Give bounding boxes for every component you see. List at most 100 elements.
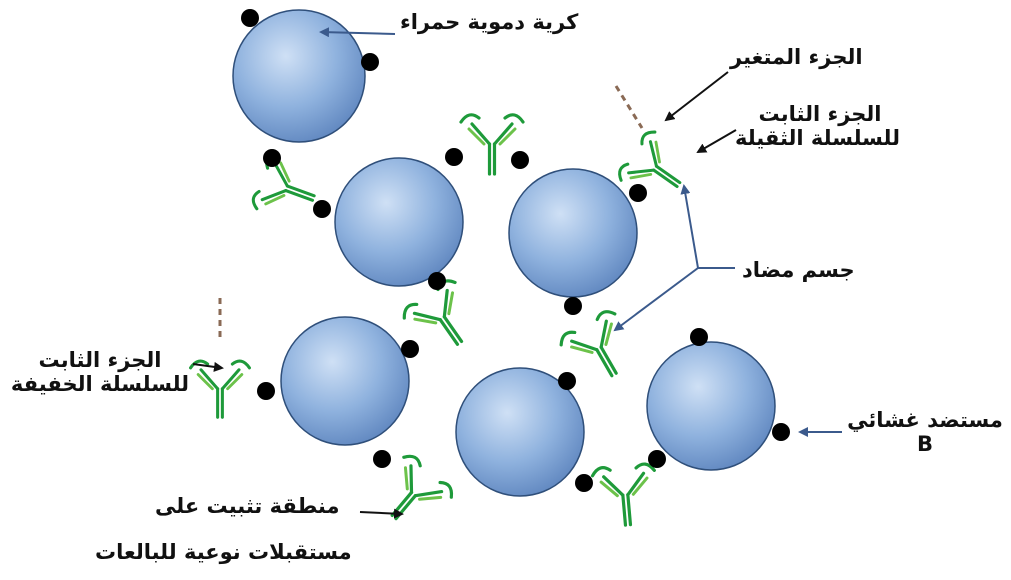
light-chain [654,140,661,164]
label-membrane-antigen: مستضد غشائي B [845,408,1005,456]
heavy-chain-arm [492,122,514,146]
label-red-blood-cell: كرية دموية حمراء [400,10,579,34]
antibody [251,151,316,211]
heavy-chain-arm [442,288,449,319]
antibodies [189,85,682,527]
red-blood-cell [280,316,410,446]
heavy-chain-arm [260,189,288,202]
heavy-chain-arm [413,489,444,498]
heavy-chain-stem [652,168,679,188]
antigen-dot [401,340,419,358]
antibody [559,310,618,378]
light-chain [447,291,455,316]
antigen-dot [361,53,379,71]
membrane-antigens [241,9,790,492]
red-blood-cell [455,367,585,497]
heavy-chain-arm [409,464,414,495]
variable-tip [230,359,251,370]
red-blood-cells [232,9,776,497]
heavy-chain-stem [595,348,614,378]
label-heavy-constant-line1: الجزء الثابت [758,102,882,126]
light-chain [403,466,409,491]
heavy-chain-arm [199,368,220,391]
arrow [664,71,729,122]
label-light-constant-line1: الجزء الثابت [38,348,162,372]
heavy-chain-stem [442,315,464,344]
variable-tip [618,162,630,182]
variable-tip [634,462,656,472]
arrow [192,361,224,372]
heavy-chain-arm [648,140,658,168]
heavy-chain-arm [570,339,599,352]
variable-tip [590,466,612,478]
light-chain [467,127,486,146]
antibody [590,462,656,527]
light-chain [498,127,517,146]
arrow [680,184,735,269]
heavy-chain-arm [470,122,492,146]
antibody [189,359,251,419]
antigen-dot [313,200,331,218]
label-heavy-constant: الجزء الثابت للسلسلة الثقيلة [735,102,900,150]
light-chain [629,172,653,180]
label-variable-region: الجزء المتغير [730,45,863,69]
antigen-dot [690,328,708,346]
antigen-dot [445,148,463,166]
antibody [459,113,525,176]
label-light-constant-line2: للسلسلة الخفيفة [10,372,190,397]
variable-tip [503,113,525,124]
antibody [402,279,464,346]
light-chain [599,480,619,498]
heavy-chain-stem [438,318,460,346]
variable-tip [402,454,422,468]
antigen-dot [257,382,275,400]
heavy-chain-stem [599,345,618,375]
variable-tip [595,310,617,322]
antigen-dot [648,450,666,468]
light-chain [264,194,286,206]
annotation-arrows [192,27,842,519]
variable-tip [438,480,454,499]
antigen-dot [241,9,259,27]
heavy-chain-arm [599,319,608,349]
red-blood-cell [646,341,776,471]
heavy-chain-stem [621,493,628,527]
light-chain [604,322,613,346]
heavy-chain-arm [220,368,241,391]
label-membrane-antigen-line2: B [916,432,933,457]
label-light-constant: الجزء الثابت للسلسلة الخفيفة [10,348,190,396]
antigen-dot [428,272,446,290]
label-fc-site-line1: منطقة تثبيت على [155,494,340,518]
antigen-dot [511,151,529,169]
arrow [319,27,396,38]
red-blood-cell [232,9,366,143]
light-chain [570,345,594,354]
antigen-dot [629,184,647,202]
dashed-line [614,85,644,129]
light-chain [279,161,291,183]
arrow [696,129,737,154]
light-chain [226,373,244,391]
heavy-chain-stem [284,189,315,202]
heavy-chain-arm [626,471,646,497]
antigen-dot [558,372,576,390]
variable-tip [402,302,419,320]
variable-tip [459,113,481,124]
heavy-chain-arm [412,311,442,322]
antigen-dot [564,297,582,315]
label-fc-site-line2: مستقبلات نوعية للبالعات [95,540,352,564]
antigen-dot [772,423,790,441]
antigen-dot [575,474,593,492]
heavy-chain-stem [626,493,633,527]
heavy-chain-stem [285,184,316,198]
label-antibody: جسم مضاد [742,258,855,282]
heavy-chain-arm [602,475,625,497]
heavy-chain-stem [654,164,682,185]
red-blood-cell [334,157,464,287]
light-chain [418,495,443,501]
light-chain [196,373,214,391]
antibody [618,130,682,188]
variable-tip [559,330,577,347]
